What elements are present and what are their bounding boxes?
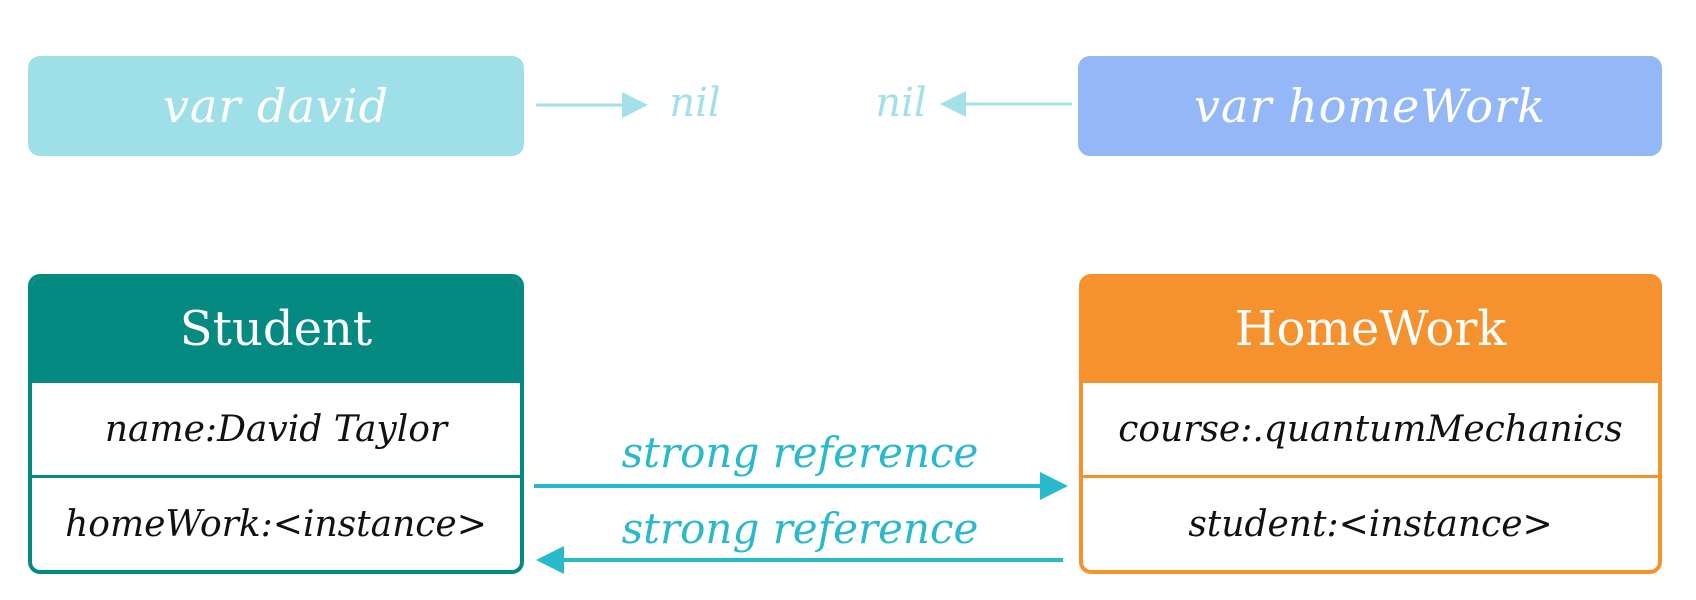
var-david-box: var david xyxy=(28,56,524,156)
student-class-title: Student xyxy=(32,278,520,380)
nil-label-left: nil xyxy=(669,80,721,126)
var-david-label: var david xyxy=(162,79,390,133)
homework-field-course: course:.quantumMechanics xyxy=(1083,380,1658,475)
strong-reference-label-backward: strong reference xyxy=(621,503,979,553)
strong-reference-label-forward: strong reference xyxy=(621,427,979,477)
nil-arrow-right-head xyxy=(940,91,966,117)
var-homework-label: var homeWork xyxy=(1194,79,1546,133)
homework-class-box: HomeWork course:.quantumMechanics studen… xyxy=(1079,274,1662,574)
homework-field-student: student:<instance> xyxy=(1083,475,1658,570)
homework-class-title: HomeWork xyxy=(1083,278,1658,380)
student-field-name: name:David Taylor xyxy=(32,380,520,475)
var-homework-box: var homeWork xyxy=(1078,56,1662,156)
strong-reference-backward-head xyxy=(536,546,564,574)
nil-arrow-left-head xyxy=(622,92,648,118)
student-class-box: Student name:David Taylor homeWork:<inst… xyxy=(28,274,524,574)
nil-label-right: nil xyxy=(875,80,927,126)
strong-reference-forward-head xyxy=(1040,472,1068,500)
student-field-homework: homeWork:<instance> xyxy=(32,475,520,570)
